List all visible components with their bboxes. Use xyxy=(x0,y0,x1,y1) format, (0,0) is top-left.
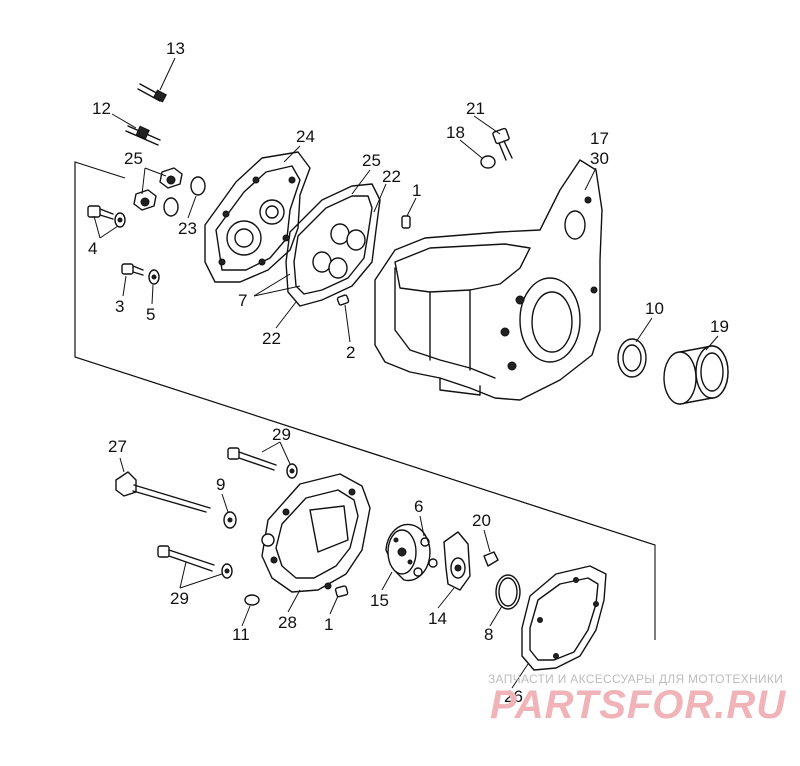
plugs-24 xyxy=(133,167,183,211)
watermark-tagline: ЗАПЧАСТИ И АКСЕССУАРЫ ДЛЯ МОТОТЕХНИКИ xyxy=(488,672,783,686)
vent-27 xyxy=(115,471,211,513)
gasket-25 xyxy=(285,183,381,307)
callout-18: 19 xyxy=(710,317,729,336)
washer-5 xyxy=(148,269,160,285)
callout-14: 14 xyxy=(428,609,447,628)
sender-19 xyxy=(492,127,513,161)
balls-6 xyxy=(413,537,438,577)
callout-24: 25 xyxy=(124,149,143,168)
callout-13: 13 xyxy=(166,39,185,58)
housing-28 xyxy=(261,473,371,593)
orings-23 xyxy=(163,176,206,217)
callout-3: 3 xyxy=(115,297,124,316)
washer-11 xyxy=(244,594,260,606)
transmission-case-16 xyxy=(374,159,603,401)
callout-labels: 13 12 25 23 4 3 5 7 24 25 22 1 22 2 21 1… xyxy=(88,39,729,706)
ring-8 xyxy=(495,574,521,610)
callout-2: 2 xyxy=(346,343,355,362)
dowel-1-lower xyxy=(334,585,349,598)
follower-14 xyxy=(443,531,471,591)
callout-21-lower: 22 xyxy=(262,329,281,348)
dowel-1-upper xyxy=(401,215,411,229)
callout-29-lower: 29 xyxy=(170,589,189,608)
cover-plate-22 xyxy=(204,151,311,283)
screw-3 xyxy=(121,263,144,276)
screw-4 xyxy=(87,205,126,228)
shim-10 xyxy=(617,338,647,378)
washer-9 xyxy=(223,511,237,529)
callout-22: 24 xyxy=(296,127,315,146)
callout-30-label: 30 xyxy=(590,149,609,168)
callout-27: 27 xyxy=(108,437,127,456)
callout-16: 17 xyxy=(590,129,609,148)
callout-29-upper: 29 xyxy=(272,425,291,444)
callout-17: 18 xyxy=(446,123,465,142)
callout-1-lower: 1 xyxy=(324,615,333,634)
callout-1-upper: 1 xyxy=(412,181,421,200)
watermark: ЗАПЧАСТИ И АКСЕССУАРЫ ДЛЯ МОТОТЕХНИКИ PA… xyxy=(488,672,786,727)
callout-4: 4 xyxy=(88,239,97,258)
clip-20 xyxy=(483,551,499,567)
washer-17 xyxy=(480,155,496,169)
callout-7: 7 xyxy=(238,291,247,310)
stud-13 xyxy=(137,83,167,103)
callout-12: 12 xyxy=(92,99,111,118)
callout-19: 21 xyxy=(466,99,485,118)
stud-12 xyxy=(125,125,161,146)
screw-29-lower xyxy=(157,545,233,579)
callout-8: 8 xyxy=(484,625,493,644)
gasket-26 xyxy=(521,565,607,671)
callout-25: 25 xyxy=(362,151,381,170)
screw-29-upper xyxy=(227,447,298,479)
lower-frame-line xyxy=(74,356,656,640)
callout-5: 5 xyxy=(146,305,155,324)
callout-9: 9 xyxy=(216,475,225,494)
callout-20: 20 xyxy=(472,511,491,530)
bearing-18 xyxy=(663,345,729,405)
callout-15: 15 xyxy=(370,591,389,610)
callout-11: 11 xyxy=(232,625,250,644)
callout-21-upper: 22 xyxy=(382,167,401,186)
callout-28-label: 28 xyxy=(278,613,297,632)
callout-26: 26 xyxy=(504,687,523,706)
leader-lines xyxy=(93,57,719,689)
watermark-logo: PARTSFOR.RU xyxy=(490,683,786,727)
callout-23: 23 xyxy=(178,219,197,238)
dowel-2 xyxy=(336,294,350,306)
callout-10: 10 xyxy=(645,299,664,318)
callout-6: 6 xyxy=(414,497,423,516)
